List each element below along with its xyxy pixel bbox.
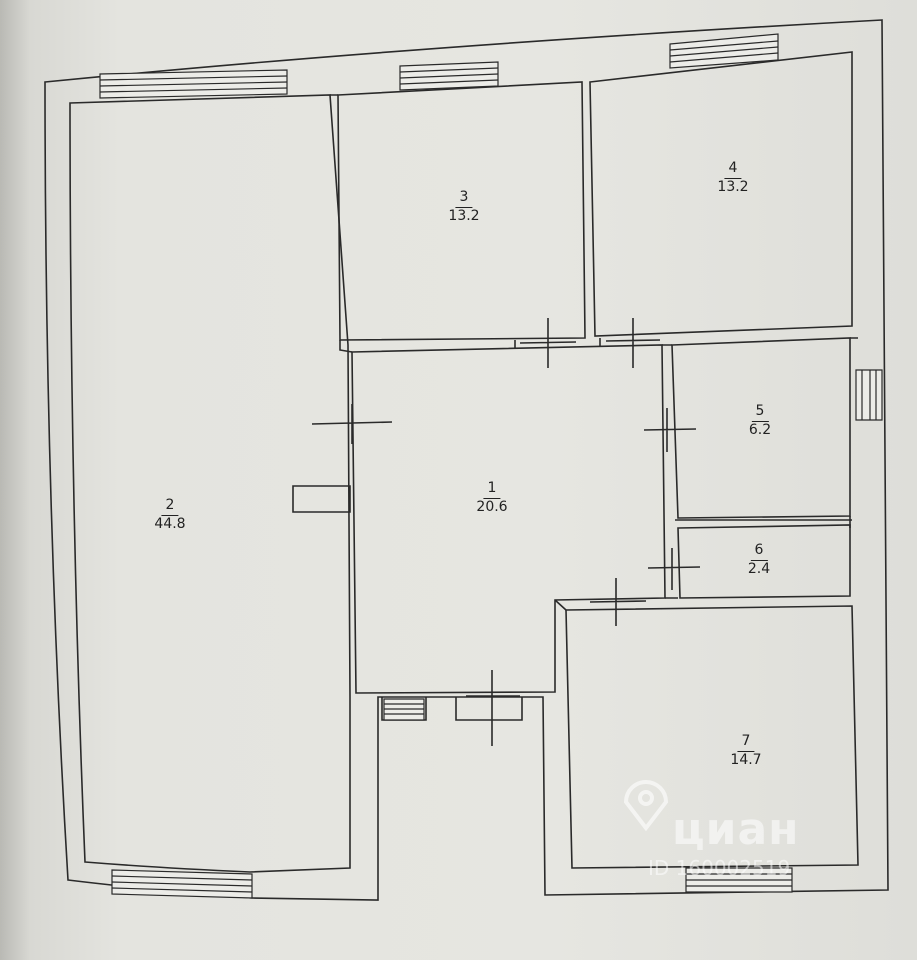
room-7-outline	[565, 605, 859, 869]
door-marker-entrance	[466, 670, 520, 746]
door-marker-room-4	[605, 318, 661, 368]
inner-wall-room-2	[69, 94, 351, 873]
room-area: 14.7	[730, 751, 762, 768]
window-top-room-3	[399, 61, 499, 91]
room-area: 20.6	[476, 498, 508, 515]
room-7-label: 7 14.7	[730, 733, 761, 769]
room-number: 4	[724, 160, 742, 179]
room-number: 3	[455, 189, 473, 208]
room-area: 13.2	[448, 207, 480, 224]
location-pin-icon	[623, 780, 669, 832]
window-bottom-room-2	[111, 869, 253, 899]
room-4-label: 4 13.2	[717, 160, 748, 196]
column-stub	[292, 485, 351, 513]
room-area: 2.4	[747, 560, 771, 577]
room-number: 6	[750, 542, 768, 561]
room-number: 5	[751, 403, 769, 422]
window-entrance	[383, 698, 425, 721]
room-1-outline	[351, 344, 666, 694]
room-6-outline	[677, 524, 851, 599]
window-right-room-5	[855, 369, 883, 421]
watermark-brand: циан	[672, 804, 800, 855]
room-area: 13.2	[717, 178, 749, 195]
watermark-id: ID 160002519	[648, 856, 791, 880]
room-number: 7	[737, 733, 755, 752]
room-area: 6.2	[748, 421, 772, 438]
door-marker-room-5	[643, 408, 697, 452]
room-6-label: 6 2.4	[748, 542, 770, 578]
room-2-label: 2 44.8	[154, 497, 185, 533]
door-marker-room-2	[311, 404, 393, 444]
window-bottom-room-7	[685, 867, 793, 893]
window-top-left	[99, 69, 288, 99]
room-3-label: 3 13.2	[448, 189, 479, 225]
window-top-room-4	[669, 33, 779, 69]
door-marker-room-6	[647, 548, 701, 590]
room-1-label: 1 20.6	[476, 480, 507, 516]
room-3-outline	[337, 81, 586, 341]
door-marker-room-7	[589, 578, 647, 626]
room-number: 1	[483, 480, 501, 499]
door-marker-room-3	[519, 318, 577, 368]
room-area: 44.8	[154, 515, 186, 532]
room-5-label: 5 6.2	[749, 403, 771, 439]
room-4-outline	[589, 51, 853, 337]
room-number: 2	[161, 497, 179, 516]
